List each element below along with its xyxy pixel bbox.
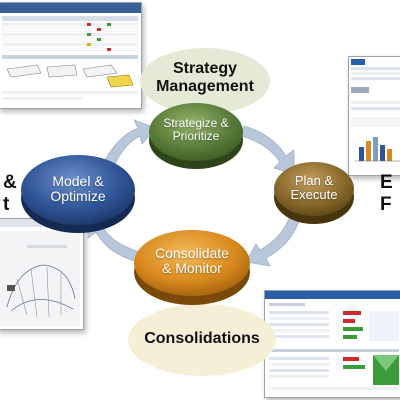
- arrow-top-to-right: [241, 125, 295, 175]
- right-partial-label-line2: F: [380, 193, 392, 215]
- disc-plan: [274, 162, 354, 224]
- left-partial-label-line2: t: [3, 193, 10, 215]
- screenshot-top-left: [0, 2, 142, 109]
- disc-consolidate: [134, 230, 250, 305]
- consolidations-caption: Consolidations: [144, 330, 260, 347]
- strategy-management-caption: Strategy Management: [140, 60, 270, 97]
- right-partial-label-line1: E: [380, 172, 393, 193]
- screenshot-top-left-content: [0, 3, 141, 100]
- arrow-right-to-bottom: [245, 215, 301, 267]
- strategy-caption-line2: Management: [156, 78, 254, 96]
- disc-model: [21, 155, 135, 233]
- label-model-line1: Model &: [52, 173, 104, 189]
- label-model-line2: Optimize: [50, 188, 106, 205]
- screenshot-right: [348, 56, 400, 176]
- label-consolidate: Consolidate & Monitor: [134, 245, 250, 277]
- label-plan: Plan & Execute: [274, 173, 354, 203]
- left-partial-label-line1: &: [3, 172, 17, 193]
- screenshot-bottom-right-content: [265, 291, 400, 390]
- strategy-caption-background: [140, 48, 270, 114]
- arrow-left-to-top: [103, 119, 157, 167]
- strategy-caption-line1: Strategy: [172, 60, 238, 77]
- screenshot-bottom-right: [264, 290, 400, 398]
- label-model: Model & Optimize: [22, 173, 134, 205]
- disc-strategize: [149, 103, 243, 169]
- label-consolidate-line1: Consolidate: [155, 245, 229, 261]
- screenshot-left: [0, 218, 84, 330]
- label-strategize-line2: Prioritize: [172, 129, 220, 144]
- label-strategize-line1: Strategize &: [163, 116, 229, 130]
- label-consolidate-line2: & Monitor: [162, 260, 222, 277]
- label-plan-line1: Plan &: [294, 173, 334, 188]
- right-partial-label: E F: [380, 172, 393, 216]
- screenshot-right-content: [351, 59, 400, 162]
- left-partial-label: & t: [3, 172, 17, 216]
- label-strategize: Strategize & Prioritize: [146, 116, 246, 144]
- consolidations-caption-background: [128, 304, 276, 376]
- label-plan-line2: Execute: [290, 187, 338, 203]
